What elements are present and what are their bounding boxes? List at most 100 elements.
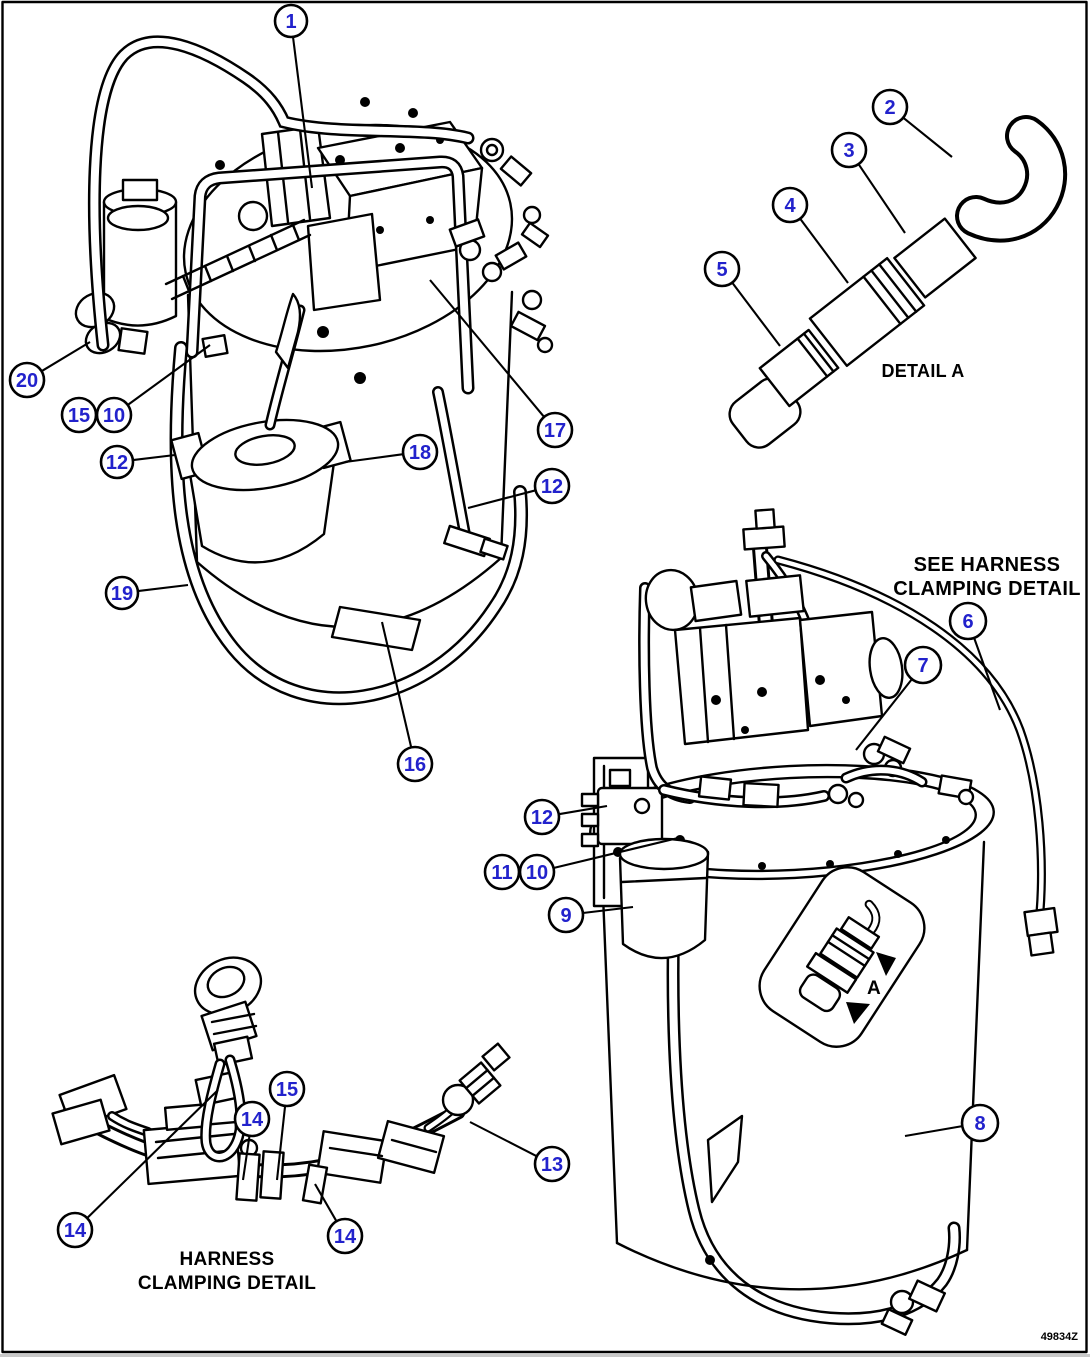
callout-10-balloon[interactable] xyxy=(518,853,556,891)
figure-code: 49834Z xyxy=(1040,1331,1078,1343)
callout-5-leader-line xyxy=(731,281,781,347)
callout-15[interactable]: 15 xyxy=(60,396,98,434)
callout-18-number: 18 xyxy=(409,442,431,464)
callout-15-number: 15 xyxy=(68,405,90,427)
callout-20[interactable]: 20 xyxy=(8,341,91,399)
callout-7[interactable]: 7 xyxy=(855,645,943,751)
callout-7-balloon[interactable] xyxy=(903,645,943,685)
callout-2-leader-line xyxy=(902,116,953,158)
callout-4-balloon[interactable] xyxy=(771,186,809,224)
callout-10[interactable]: 10 xyxy=(95,344,211,434)
callout-17-balloon[interactable] xyxy=(536,411,574,449)
callout-10-number: 10 xyxy=(526,862,548,884)
callout-4-leader-line xyxy=(799,217,849,284)
callout-11[interactable]: 11 xyxy=(483,853,521,891)
callout-14-number: 14 xyxy=(64,1220,87,1242)
callout-10[interactable]: 10 xyxy=(518,836,679,891)
callout-5-balloon[interactable] xyxy=(703,250,741,288)
callout-12-leader-line xyxy=(132,453,176,462)
callout-14[interactable]: 14 xyxy=(56,1089,219,1249)
callout-19-number: 19 xyxy=(111,583,133,605)
callout-17[interactable]: 17 xyxy=(429,279,574,449)
callout-12-number: 12 xyxy=(106,452,128,474)
callout-16-balloon[interactable] xyxy=(396,745,434,783)
callout-3-number: 3 xyxy=(843,140,854,162)
callout-13[interactable]: 13 xyxy=(469,1121,571,1183)
callout-14-balloon[interactable] xyxy=(56,1211,94,1249)
view-a-decal xyxy=(758,866,926,1048)
callout-2-balloon[interactable] xyxy=(871,88,909,126)
bolt-heads xyxy=(711,675,850,734)
callout-12-leader-line xyxy=(467,489,536,510)
callout-6-balloon[interactable] xyxy=(948,601,988,641)
callout-7-leader-line xyxy=(855,678,913,751)
callout-10-leader-line xyxy=(127,344,211,406)
fitting-ring xyxy=(893,217,977,299)
label-view-arrow-a: A xyxy=(866,978,882,999)
callout-15[interactable]: 15 xyxy=(268,1070,306,1181)
callout-14[interactable]: 14 xyxy=(233,1100,271,1181)
callout-14-leader-line xyxy=(86,1089,219,1219)
callout-16-leader-line xyxy=(380,621,413,748)
callout-10-balloon[interactable] xyxy=(95,396,133,434)
callout-14-leader-line xyxy=(314,1183,338,1222)
callout-12[interactable]: 12 xyxy=(467,467,571,510)
callout-4[interactable]: 4 xyxy=(771,186,849,284)
callout-3-balloon[interactable] xyxy=(830,131,868,169)
page-bottom-edge xyxy=(0,1354,1090,1357)
callout-1-leader-line xyxy=(291,36,314,189)
callout-18-balloon[interactable] xyxy=(401,433,439,471)
callout-20-number: 20 xyxy=(16,370,38,392)
callout-3-leader-line xyxy=(857,163,906,234)
callout-6[interactable]: 6 xyxy=(948,601,1001,711)
callout-8[interactable]: 8 xyxy=(904,1103,1000,1143)
callout-17-leader-line xyxy=(429,279,545,418)
label-harness-clamping-detail: HARNESS CLAMPING DETAIL xyxy=(137,1249,317,1294)
callout-19[interactable]: 19 xyxy=(104,575,189,611)
tank-label-sticker xyxy=(330,605,422,652)
callout-15-number: 15 xyxy=(276,1079,298,1101)
callout-9-balloon[interactable] xyxy=(547,896,585,934)
callout-15-balloon[interactable] xyxy=(268,1070,306,1108)
callout-12[interactable]: 12 xyxy=(99,444,176,480)
callout-18-leader-line xyxy=(344,453,404,464)
view-a-arrow-lower xyxy=(846,1002,870,1024)
callout-5[interactable]: 5 xyxy=(703,250,781,347)
callout-4-number: 4 xyxy=(784,195,796,217)
callout-16-number: 16 xyxy=(404,754,426,776)
callout-13-balloon[interactable] xyxy=(533,1145,571,1183)
callout-18[interactable]: 18 xyxy=(344,433,439,471)
callout-2[interactable]: 2 xyxy=(871,88,953,158)
callout-8-balloon[interactable] xyxy=(960,1103,1000,1143)
callout-13-leader-line xyxy=(469,1121,538,1158)
callout-14[interactable]: 14 xyxy=(314,1183,364,1255)
callout-1-balloon[interactable] xyxy=(273,3,309,39)
label-detail-a: DETAIL A xyxy=(881,361,965,381)
callout-19-balloon[interactable] xyxy=(104,575,140,611)
callout-14-number: 14 xyxy=(241,1109,264,1131)
callout-9-leader-line xyxy=(582,905,634,915)
harness-clamping-detail-art xyxy=(51,956,511,1205)
callout-12[interactable]: 12 xyxy=(523,798,608,836)
fitting-ferrule xyxy=(758,328,840,408)
callout-8-leader-line xyxy=(904,1125,963,1138)
callout-12-balloon[interactable] xyxy=(533,467,571,505)
callout-1[interactable]: 1 xyxy=(273,3,314,189)
callout-14-balloon[interactable] xyxy=(233,1100,271,1138)
callout-12-balloon[interactable] xyxy=(523,798,561,836)
callout-3[interactable]: 3 xyxy=(830,131,906,234)
callout-17-number: 17 xyxy=(544,420,566,442)
callout-20-leader-line xyxy=(41,341,91,373)
callout-16[interactable]: 16 xyxy=(380,621,434,783)
callout-12-balloon[interactable] xyxy=(99,444,135,480)
callout-9[interactable]: 9 xyxy=(547,896,634,934)
callout-20-balloon[interactable] xyxy=(8,361,46,399)
callout-14-balloon[interactable] xyxy=(326,1217,364,1255)
valve-block xyxy=(596,786,664,846)
left-pump-reservoir-assembly-art xyxy=(74,35,554,706)
callout-13-number: 13 xyxy=(541,1154,563,1176)
callout-6-leader-line xyxy=(973,637,1001,711)
